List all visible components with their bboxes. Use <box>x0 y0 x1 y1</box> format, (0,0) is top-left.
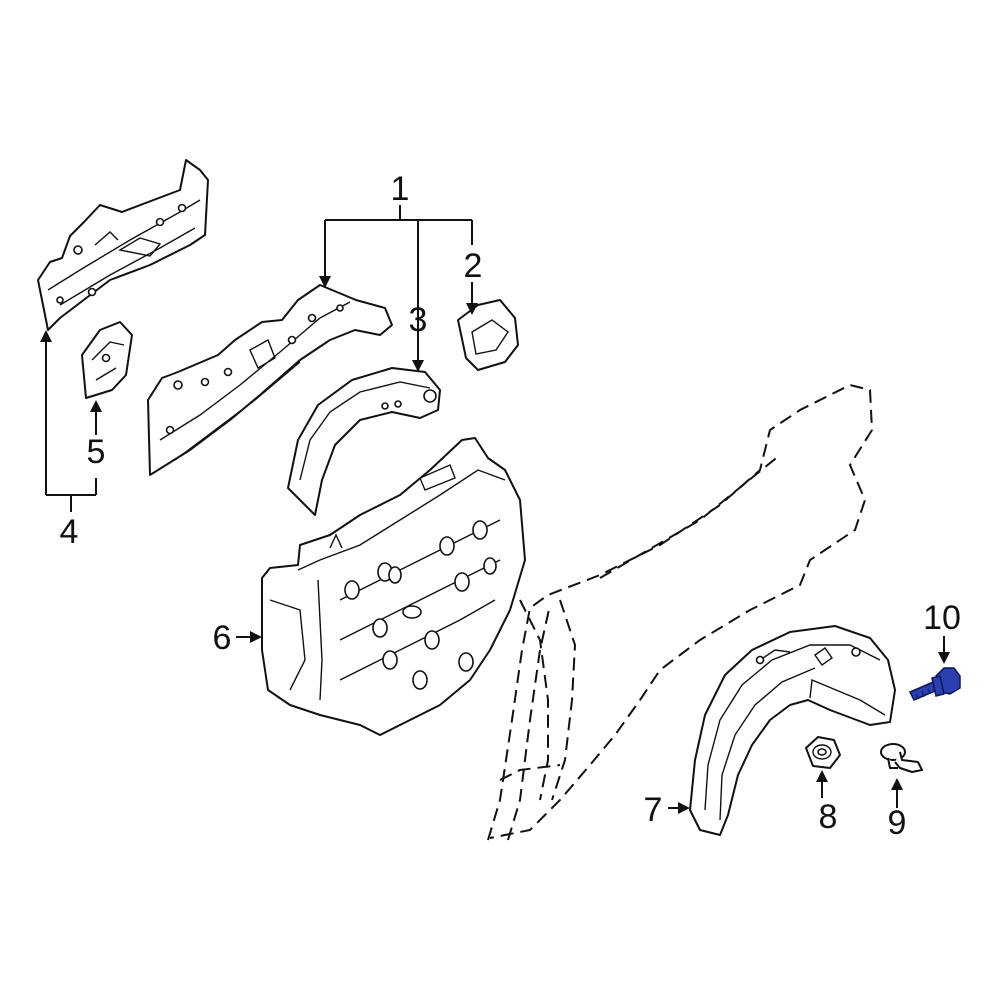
part-8-nut <box>805 736 841 769</box>
part-6-quarter-inner-panel <box>261 437 526 736</box>
callout-1: 1 <box>391 170 410 208</box>
callout-6: 6 <box>213 619 232 657</box>
part-1-inner-rail <box>147 284 393 476</box>
part-9-clip <box>880 743 923 773</box>
part-5-bracket <box>81 321 133 399</box>
callout-7: 7 <box>644 791 663 829</box>
part-2-reinforcement <box>457 299 519 371</box>
callout-3: 3 <box>409 301 428 339</box>
callout-10: 10 <box>923 599 961 637</box>
leader-lines <box>40 205 950 814</box>
part-3-wheelhouse-arch <box>287 367 441 516</box>
callout-5: 5 <box>87 433 106 471</box>
callout-8: 8 <box>819 798 838 836</box>
callout-9: 9 <box>888 804 907 842</box>
body-outline-reference <box>487 383 874 841</box>
callout-labels: 1 2 3 4 5 6 7 8 9 10 <box>60 170 961 842</box>
part-10-bolt <box>908 667 961 701</box>
callout-4: 4 <box>60 513 79 551</box>
part-4-inner-panel <box>37 159 209 331</box>
callout-2: 2 <box>464 247 483 285</box>
part-7-wheel-liner <box>689 625 896 836</box>
